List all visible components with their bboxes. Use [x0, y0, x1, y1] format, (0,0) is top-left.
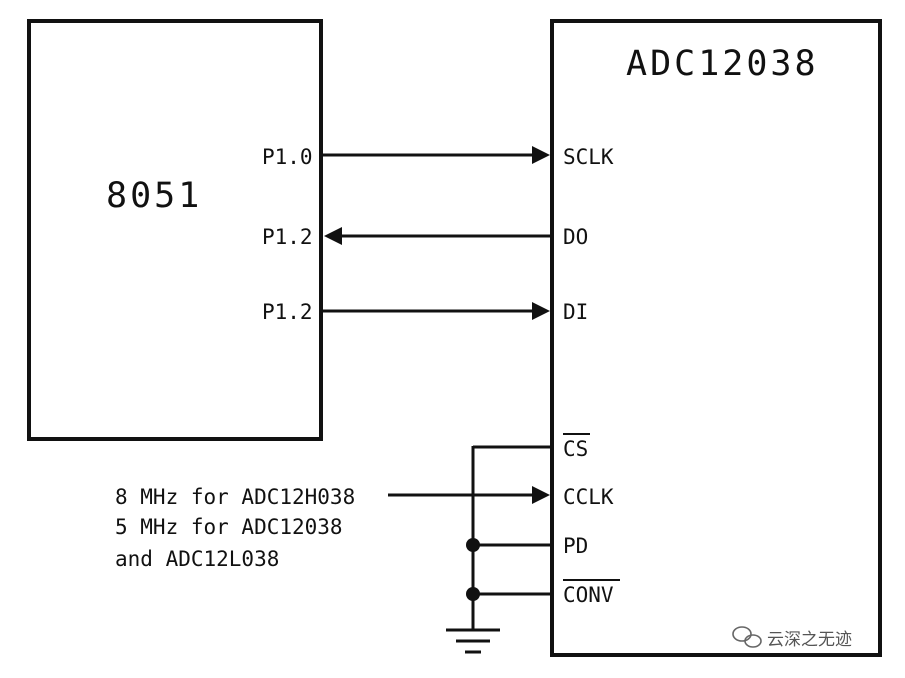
- sclk-arrowhead: [532, 146, 550, 164]
- pin-sclk-label: SCLK: [563, 145, 614, 169]
- adc-label: ADC12038: [626, 44, 819, 84]
- pin-conv-label: CONV: [563, 583, 614, 607]
- clock-note-line-3: and ADC12L038: [115, 547, 279, 571]
- conv-junction-dot: [466, 587, 480, 601]
- watermark: 云深之无迹: [732, 626, 852, 650]
- pin-p1-0-label: P1.0: [262, 145, 313, 169]
- mcu-block: [27, 19, 323, 441]
- mcu-label: 8051: [106, 176, 202, 216]
- pin-p1-2-out-label: P1.2: [262, 300, 313, 324]
- adc-block: [550, 19, 882, 657]
- cclk-arrowhead: [532, 486, 550, 504]
- pin-do-label: DO: [563, 225, 588, 249]
- wechat-icon: [732, 626, 762, 648]
- clock-note-line-2: 5 MHz for ADC12038: [115, 515, 343, 539]
- pin-pd-label: PD: [563, 534, 588, 558]
- pin-di-label: DI: [563, 300, 588, 324]
- do-arrowhead: [324, 227, 342, 245]
- di-arrowhead: [532, 302, 550, 320]
- watermark-text: 云深之无迹: [767, 630, 852, 650]
- pd-junction-dot: [466, 538, 480, 552]
- clock-note-line-1: 8 MHz for ADC12H038: [115, 485, 355, 509]
- pin-p1-2-in-label: P1.2: [262, 225, 313, 249]
- pin-cclk-label: CCLK: [563, 485, 614, 509]
- ground-symbol: [446, 628, 500, 654]
- pin-cs-label: CS: [563, 437, 588, 461]
